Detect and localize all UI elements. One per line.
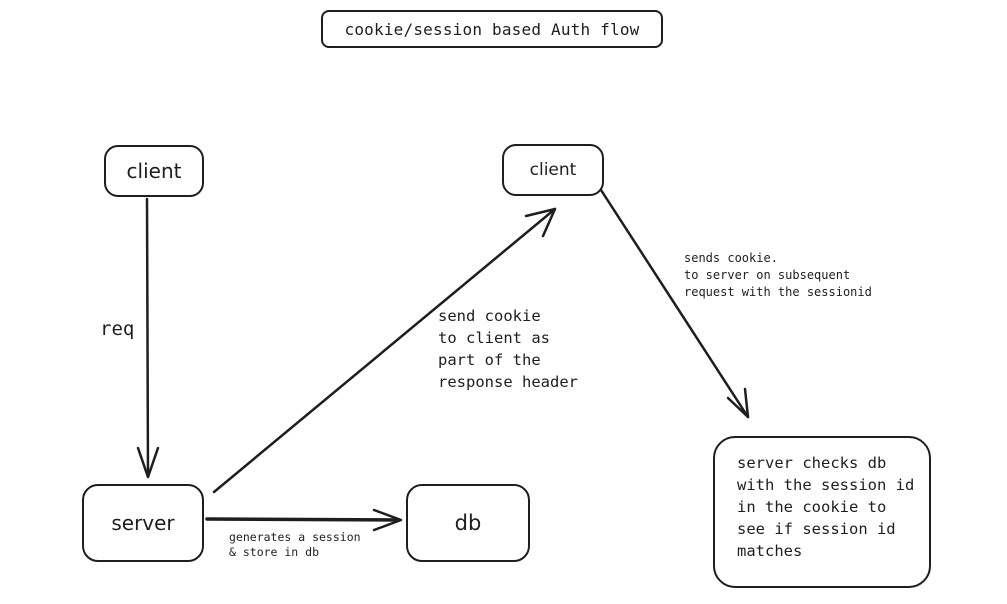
diagram-title: cookie/session based Auth flow [344,19,640,39]
arrow-client-to-check [599,188,750,419]
server-check-text: server checks db with the session id in … [737,454,915,560]
db-node: db [406,484,530,562]
generates-session-label: generates a session & store in db [229,530,361,559]
send-cookie-label: send cookie to client as part of the res… [438,307,578,391]
sends-cookie-label: sends cookie. to server on subsequent re… [684,251,872,299]
server-node-label: server [111,511,175,535]
server-node: server [82,484,204,562]
db-node-label: db [454,511,482,535]
req-label: req [100,318,135,340]
client-node-left-label: client [126,159,182,183]
title-box: cookie/session based Auth flow [321,10,663,48]
arrow-server-to-db [205,508,403,532]
client-node-right-label: client [529,160,577,180]
arrow-client-to-server [136,197,160,479]
client-node-right: client [502,144,604,196]
server-check-node: server checks db with the session id in … [713,436,931,588]
arrow-server-to-client [212,207,557,494]
client-node-left: client [104,145,204,197]
